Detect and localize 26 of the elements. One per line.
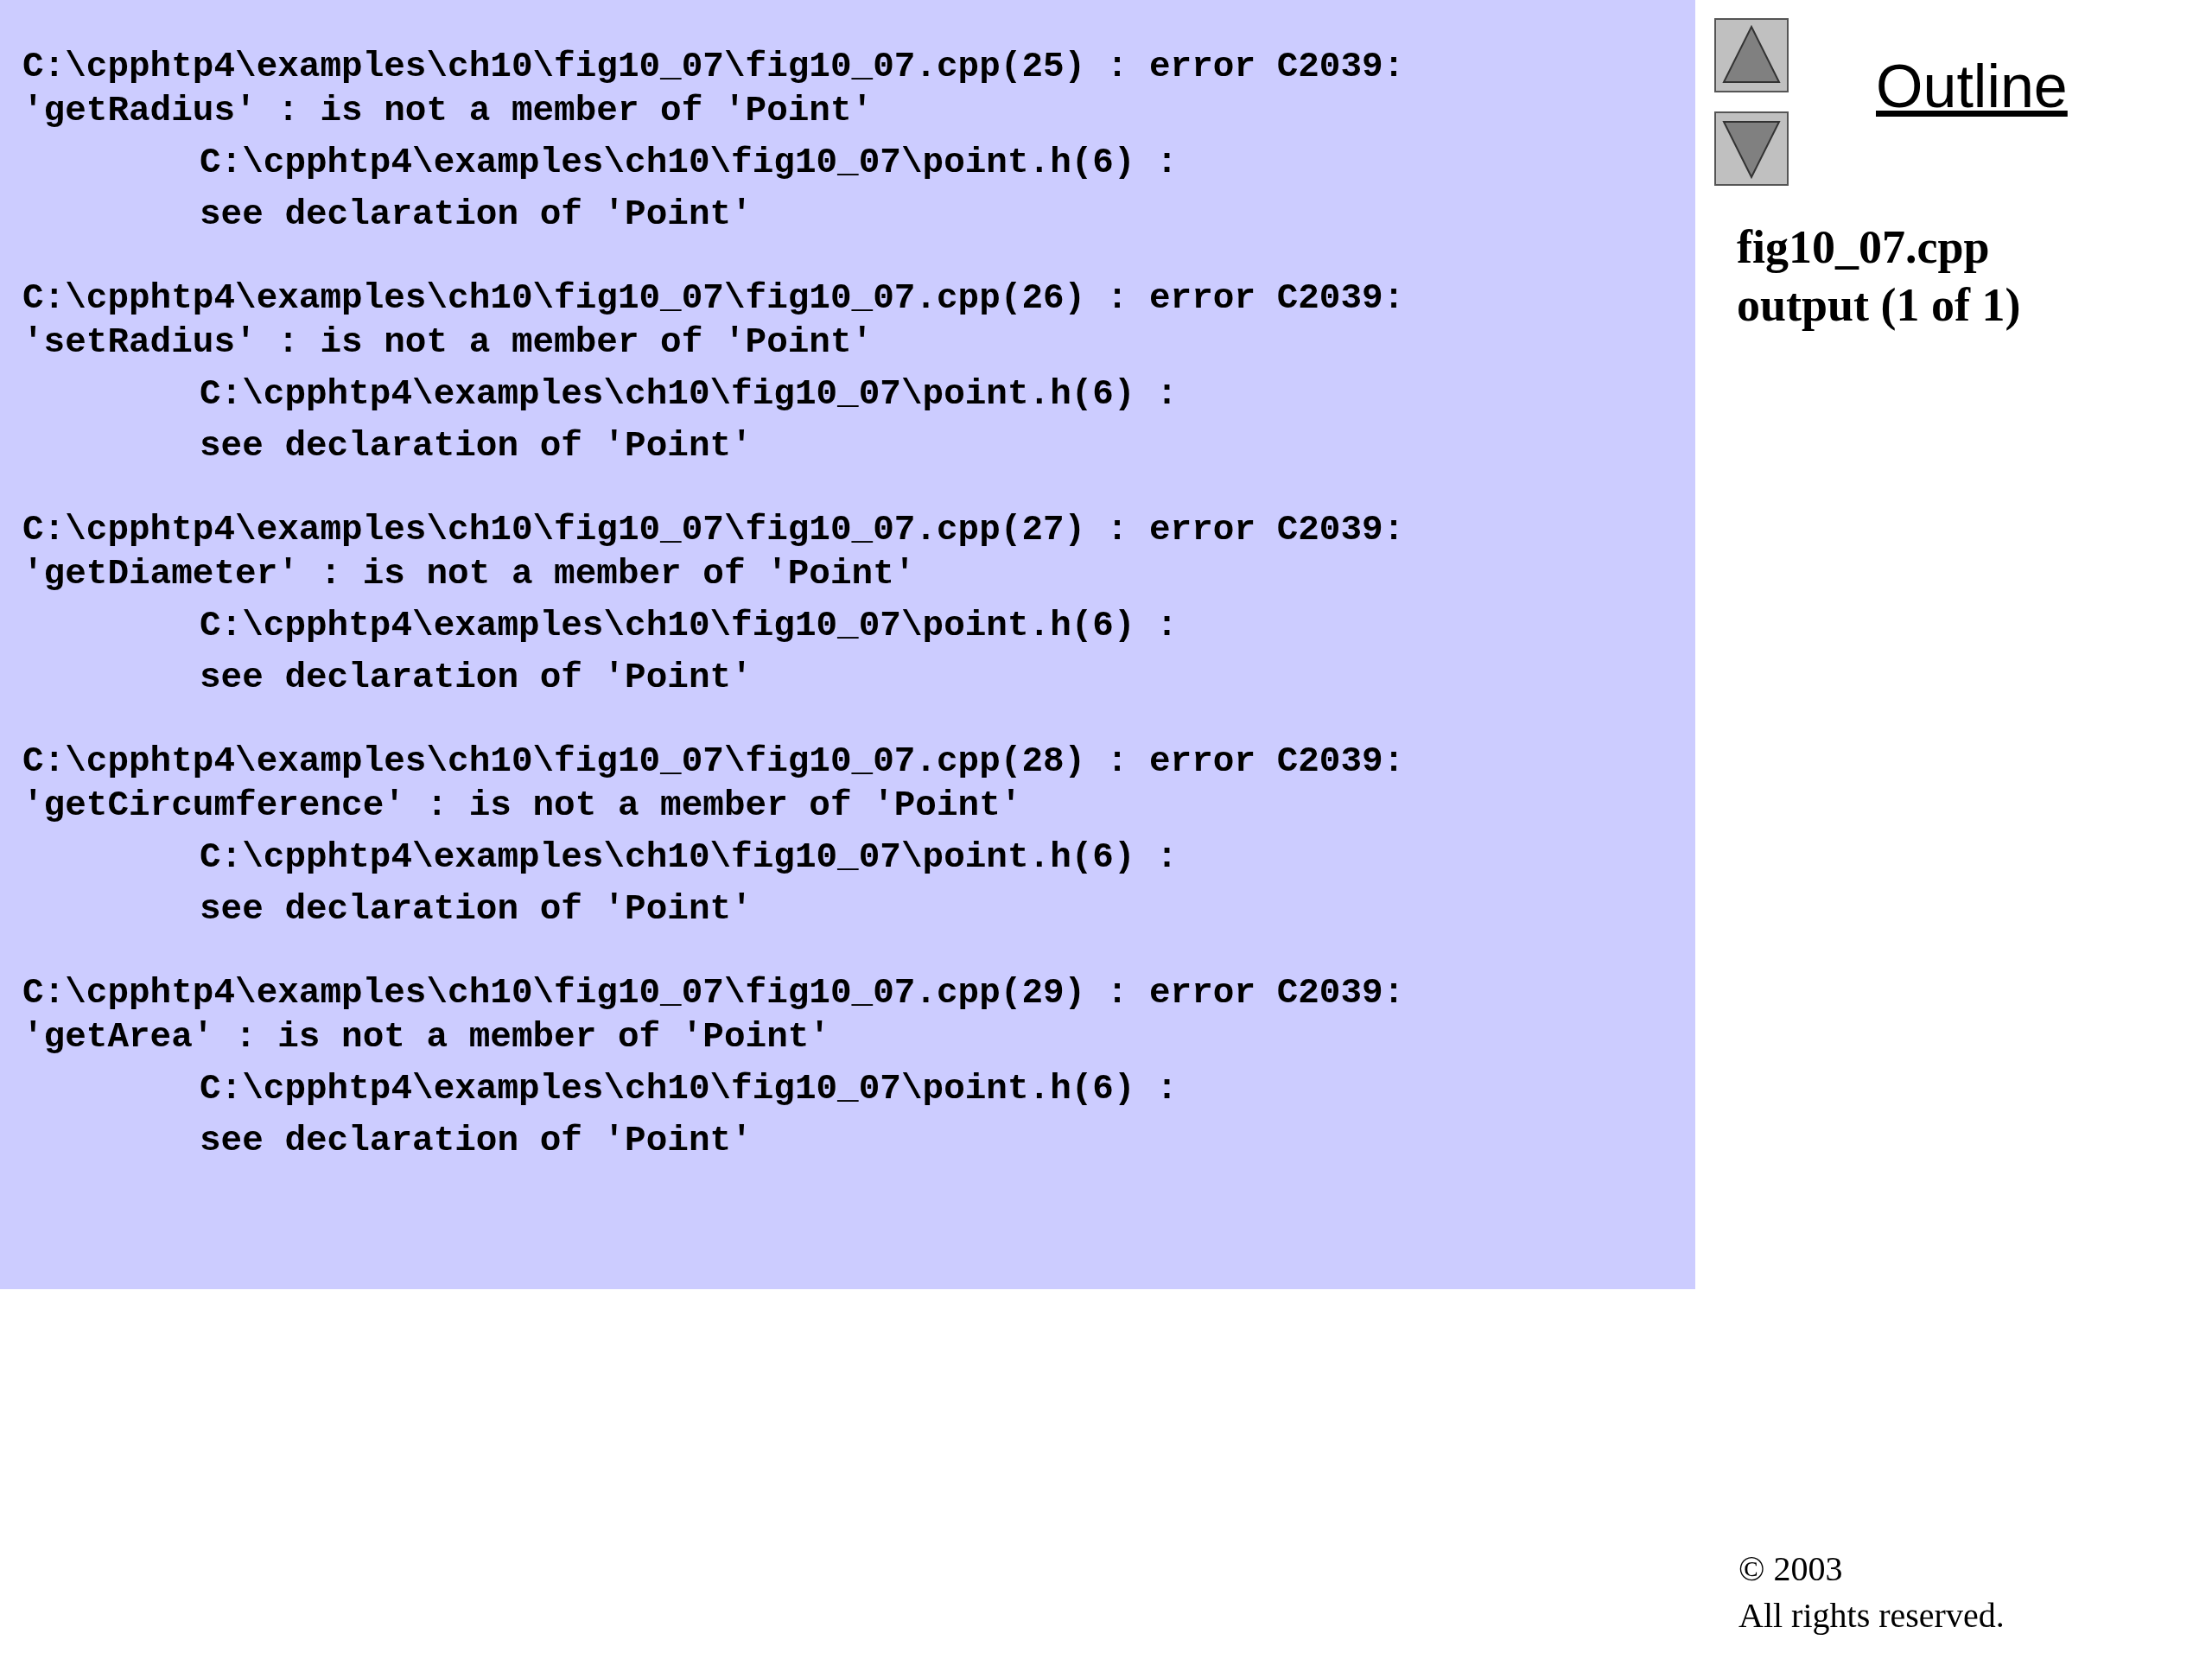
- rights-notice: All rights reserved.: [1738, 1595, 2005, 1636]
- compiler-error-line: see declaration of 'Point': [200, 425, 753, 467]
- compiler-error-line: see declaration of 'Point': [200, 1120, 753, 1162]
- compiler-error-line: C:\cpphtp4\examples\ch10\fig10_07\point.h(6) :: [200, 1068, 1178, 1110]
- code-output-panel: [0, 0, 1695, 1289]
- compiler-error-line: see declaration of 'Point': [200, 657, 753, 699]
- compiler-error-line: C:\cpphtp4\examples\ch10\fig10_07\point.h(6) :: [200, 605, 1178, 647]
- slide-subtitle: output (1 of 1): [1737, 278, 2021, 332]
- compiler-error-line: C:\cpphtp4\examples\ch10\fig10_07\fig10_07.cpp(27) : error C2039:: [22, 509, 1405, 551]
- compiler-error-line: see declaration of 'Point': [200, 888, 753, 931]
- outline-heading: Outline: [1876, 52, 2068, 121]
- compiler-error-line: 'getDiameter' : is not a member of 'Point': [22, 553, 916, 595]
- compiler-error-line: C:\cpphtp4\examples\ch10\fig10_07\point.h(6) :: [200, 142, 1178, 184]
- compiler-error-line: C:\cpphtp4\examples\ch10\fig10_07\fig10_07.cpp(28) : error C2039:: [22, 741, 1405, 783]
- compiler-error-line: see declaration of 'Point': [200, 194, 753, 236]
- copyright-notice: © 2003: [1738, 1548, 1843, 1589]
- compiler-error-line: C:\cpphtp4\examples\ch10\fig10_07\fig10_07.cpp(26) : error C2039:: [22, 277, 1405, 320]
- compiler-error-line: C:\cpphtp4\examples\ch10\fig10_07\point.h(6) :: [200, 836, 1178, 879]
- compiler-error-line: C:\cpphtp4\examples\ch10\fig10_07\point.h(6) :: [200, 373, 1178, 416]
- compiler-error-line: 'getArea' : is not a member of 'Point': [22, 1016, 830, 1058]
- compiler-error-line: C:\cpphtp4\examples\ch10\fig10_07\fig10_07.cpp(29) : error C2039:: [22, 972, 1405, 1014]
- file-name: fig10_07.cpp: [1737, 220, 1990, 274]
- compiler-error-line: C:\cpphtp4\examples\ch10\fig10_07\fig10_07.cpp(25) : error C2039:: [22, 46, 1405, 88]
- compiler-error-line: 'getRadius' : is not a member of 'Point': [22, 90, 874, 132]
- compiler-error-line: 'getCircumference' : is not a member of 'Point': [22, 785, 1022, 827]
- compiler-error-line: 'setRadius' : is not a member of 'Point': [22, 321, 874, 364]
